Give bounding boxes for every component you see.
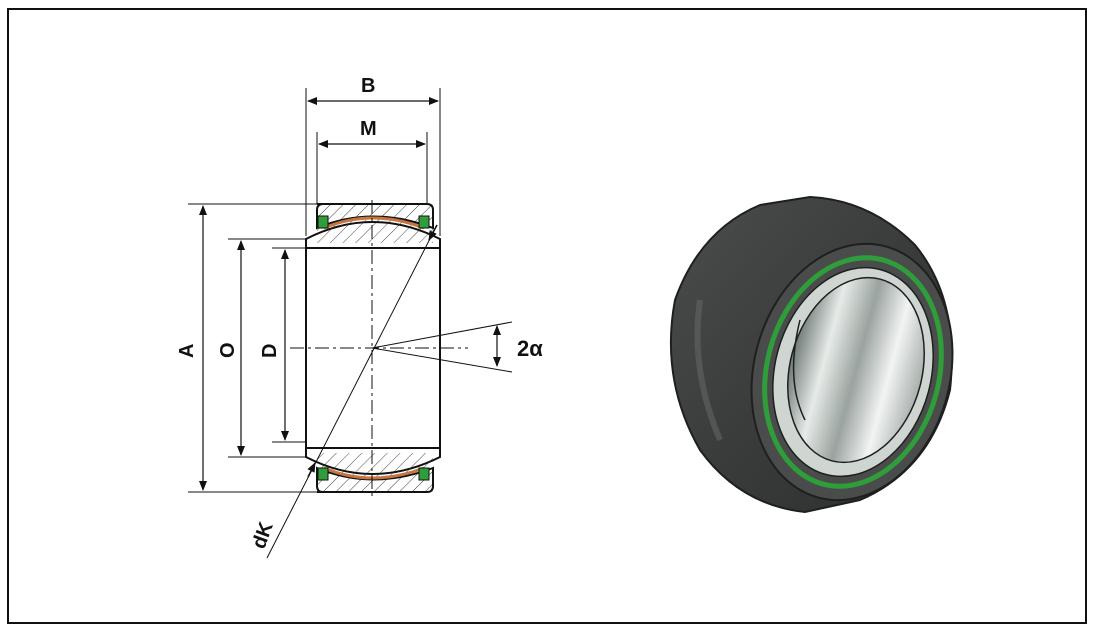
sliding-layer-bottom [323, 466, 425, 480]
seal-bottom-right [418, 467, 430, 481]
label-b: B [361, 75, 375, 97]
label-o: O [217, 342, 239, 358]
label-m: M [360, 118, 377, 140]
bore-edge [792, 319, 806, 421]
label-2alpha: 2α [517, 336, 543, 361]
label-d: D [259, 344, 281, 358]
surface-highlight [694, 299, 723, 442]
seal-top-left [317, 215, 329, 229]
label-dk: dK [248, 519, 278, 552]
seal-ring [762, 255, 944, 489]
seal-top-right [418, 215, 430, 229]
label-a: A [176, 344, 198, 358]
dk-diameter-line [266, 224, 438, 559]
tilt-line-upper [371, 321, 513, 349]
bearing-3d-render [669, 195, 954, 514]
bore [787, 276, 925, 464]
sliding-layer-top [323, 216, 425, 230]
section-view: B M A O D 2α dK [176, 75, 543, 559]
tilt-line-lower [371, 347, 513, 373]
seal-bottom-left [317, 467, 329, 481]
